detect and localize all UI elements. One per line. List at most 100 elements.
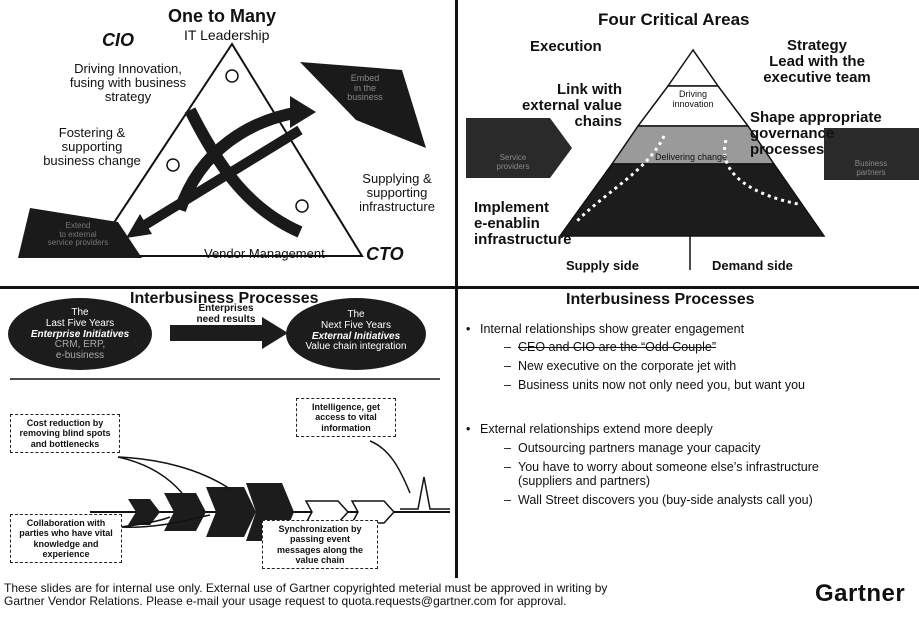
delivering-change-label: Delivering change bbox=[654, 152, 728, 162]
embed-line-3: business bbox=[347, 92, 383, 103]
footer-line-1: These slides are for internal use only. … bbox=[4, 581, 608, 595]
service-providers-line-2: providers bbox=[496, 161, 530, 171]
intel-connector bbox=[369, 440, 411, 494]
cost-connector-2 bbox=[117, 456, 183, 494]
sync-line-1: Synchronization by bbox=[278, 524, 362, 534]
sync-line-2: passing event bbox=[289, 534, 351, 545]
bullet-dot: • bbox=[466, 422, 471, 436]
driving-innovation-band-label: Driving innovation bbox=[660, 89, 726, 109]
intel-line-1: Intelligence, get bbox=[311, 402, 380, 412]
implement-line-3: infrastructure bbox=[474, 231, 572, 249]
external-line-2: to external bbox=[59, 229, 97, 239]
fostering-line-3: business change bbox=[43, 153, 141, 169]
external-line-3: service providers bbox=[47, 238, 109, 248]
demand-curve bbox=[723, 139, 799, 206]
strategy-label: Strategy Lead with the executive team bbox=[742, 37, 892, 87]
bullet-internal-text: Internal relationships show greater enga… bbox=[480, 322, 745, 336]
sub-infrastructure-cont: (suppliers and partners) bbox=[518, 474, 916, 488]
external-label: Extend to external service providers bbox=[28, 221, 128, 248]
next-five-years-label: The Next Five Years External Initiatives… bbox=[290, 309, 422, 353]
service-providers-label: Service providers bbox=[478, 153, 548, 171]
sub-wall-street: –Wall Street discovers you (buy-side ana… bbox=[504, 493, 916, 507]
sub-ceo-cio-text: CEO and CIO are the “Odd Couple” bbox=[518, 340, 717, 354]
business-partners-line-2: partners bbox=[856, 167, 886, 177]
left-oval-line-3: Enterprise Initiatives bbox=[30, 328, 130, 340]
bullet-external: •External relationships extend more deep… bbox=[466, 422, 916, 436]
driving-innovation-label: Driving Innovation, fusing with business… bbox=[44, 61, 212, 104]
collaboration-box: Collaboration with parties who have vita… bbox=[10, 514, 122, 564]
triangle-outline bbox=[90, 42, 364, 257]
q2-title: Four Critical Areas bbox=[598, 10, 750, 29]
last-five-years-label: The Last Five Years Enterprise Initiativ… bbox=[12, 307, 148, 362]
q4-bullet-list: • Internal relationships show greater eng… bbox=[466, 322, 916, 507]
interbusiness-flow-diagram bbox=[8, 298, 450, 541]
intel-line-3: information bbox=[321, 422, 371, 433]
cto-label: CTO bbox=[366, 244, 404, 264]
collab-connector bbox=[117, 514, 211, 529]
enterprises-need-results-label: Enterprises need results bbox=[186, 303, 266, 326]
dash: – bbox=[504, 441, 511, 455]
chain-step-3 bbox=[206, 487, 256, 537]
chain-step-6 bbox=[350, 500, 396, 524]
sub-wall-street-text: Wall Street discovers you (buy-side anal… bbox=[518, 493, 813, 507]
service-providers-arrow bbox=[466, 118, 572, 178]
right-oval-line-1: The bbox=[347, 309, 365, 320]
driving-line-2: fusing with business bbox=[69, 75, 187, 91]
driving-line-1: Driving Innovation, bbox=[74, 61, 182, 76]
driving-innovation-line-1: Driving bbox=[678, 89, 707, 99]
signal-spike bbox=[400, 476, 450, 510]
embed-line-1: Embed bbox=[350, 73, 380, 83]
supplying-line-3: infrastructure bbox=[359, 199, 435, 215]
external-line-1: Extend bbox=[65, 221, 91, 230]
strategy-line-2: Lead with the bbox=[769, 53, 865, 71]
sync-line-4: value chain bbox=[295, 555, 345, 566]
sub-corporate-jet-text: New executive on the corporate jet with bbox=[518, 359, 737, 373]
gartner-logo: Gartner bbox=[815, 580, 906, 607]
cost-reduction-box: Cost reduction by removing blind spots a… bbox=[10, 414, 120, 454]
left-oval-line-5: e-business bbox=[55, 350, 105, 362]
bullet-internal: • Internal relationships show greater eng… bbox=[466, 322, 916, 336]
middle-line-2: need results bbox=[196, 313, 256, 325]
collab-line-1: Collaboration with bbox=[26, 518, 106, 528]
left-oval-line-2: Last Five Years bbox=[45, 317, 115, 329]
embed-shape bbox=[300, 62, 426, 148]
supply-side-label: Supply side bbox=[566, 258, 639, 273]
synchronization-box: Synchronization by passing event message… bbox=[262, 520, 378, 570]
pyramid-diagram bbox=[466, 48, 919, 270]
dash: – bbox=[504, 340, 511, 354]
supplying-line-2: supporting bbox=[366, 185, 428, 201]
implement-label: Implement e-enablin infrastructure bbox=[474, 199, 624, 249]
fostering-line-1: Fostering & bbox=[58, 125, 126, 140]
business-partners-label: Business partners bbox=[826, 159, 916, 177]
external-shape bbox=[18, 208, 142, 258]
right-oval-line-2: Next Five Years bbox=[320, 319, 392, 331]
dash: – bbox=[504, 378, 511, 392]
sub-business-units-text: Business units now not only need you, bu… bbox=[518, 378, 805, 392]
last-five-years-oval bbox=[8, 298, 152, 370]
leadership-triangle-diagram bbox=[18, 42, 426, 258]
middle-line-1: Enterprises bbox=[198, 303, 254, 314]
business-partners-line-1: Business bbox=[854, 159, 888, 168]
right-oval-line-3: External Initiatives bbox=[311, 330, 401, 342]
sub-infrastructure: –You have to worry about someone else’s … bbox=[504, 460, 916, 474]
cost-line-2: removing blind spots bbox=[19, 428, 111, 439]
bullet-dot: • bbox=[466, 322, 471, 336]
collab-line-2: parties who have vital bbox=[19, 528, 113, 539]
cost-connector bbox=[117, 456, 231, 490]
sub-ceo-cio: –CEO and CIO are the “Odd Couple” bbox=[504, 340, 916, 354]
shape-line-2: governance bbox=[750, 125, 835, 143]
fostering-label: Fostering & supporting business change bbox=[28, 125, 156, 169]
horizontal-divider bbox=[0, 286, 919, 289]
cost-line-1: Cost reduction by bbox=[26, 418, 104, 428]
sub-outsourcing: –Outsourcing partners manage your capaci… bbox=[504, 441, 916, 455]
shape-line-1: Shape appropriate bbox=[750, 109, 882, 126]
left-oval-line-1: The bbox=[71, 307, 89, 318]
supplying-label: Supplying & supporting infrastructure bbox=[344, 171, 450, 215]
demand-side-label: Demand side bbox=[712, 258, 793, 273]
vertex-dot-left bbox=[166, 158, 180, 172]
vertex-dot-right bbox=[295, 199, 309, 213]
chain-step-2 bbox=[164, 493, 206, 531]
dash: – bbox=[504, 460, 511, 474]
straight-arrow bbox=[137, 125, 303, 233]
sub-business-units: –Business units now not only need you, b… bbox=[504, 378, 916, 392]
